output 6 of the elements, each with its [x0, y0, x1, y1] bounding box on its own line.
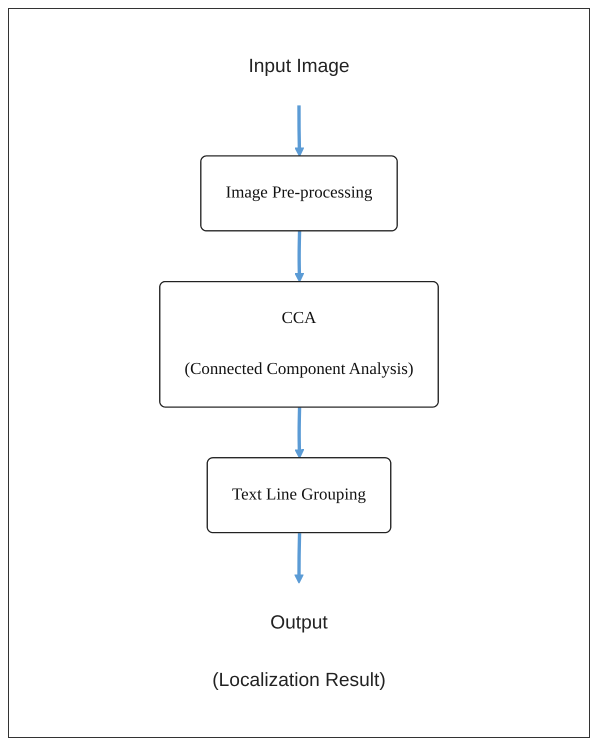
arrow [294, 231, 304, 283]
node-text: Input Image [248, 55, 350, 77]
node-text: Output (Localization Result) [212, 611, 386, 690]
arrow [294, 105, 304, 157]
arrow [294, 408, 304, 459]
arrow [294, 533, 304, 584]
